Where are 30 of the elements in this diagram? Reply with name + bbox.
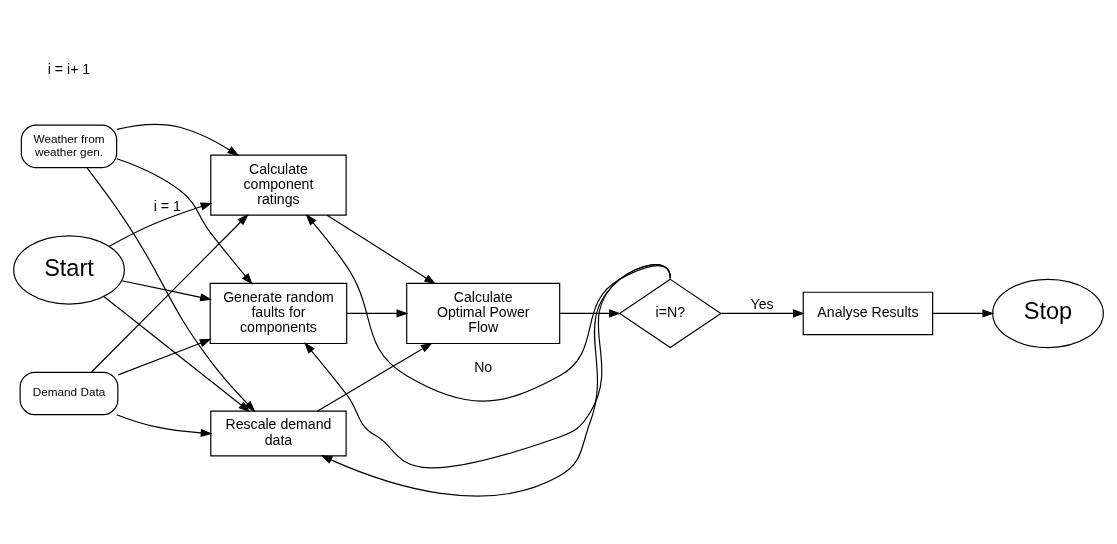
arrow	[117, 338, 212, 375]
arrow	[326, 214, 436, 284]
arrow	[86, 166, 256, 412]
arrow	[932, 308, 995, 318]
node-box: Generate random faults for components	[209, 282, 348, 344]
node-box: Analyse Results	[802, 291, 934, 335]
arrow	[317, 342, 433, 411]
node-box: Weather from weather gen.	[20, 124, 118, 168]
arrow	[559, 308, 621, 318]
node-box: Rescale demand data	[210, 410, 347, 456]
arrow	[103, 295, 251, 412]
arrow	[116, 157, 253, 285]
arrow	[116, 413, 213, 437]
edge-label: No	[474, 358, 493, 375]
node-box: Calculate component ratings	[210, 154, 347, 216]
node-ellipse: Stop	[992, 278, 1104, 348]
arrow	[116, 123, 240, 156]
arrow	[108, 202, 213, 247]
node-ellipse: Start	[13, 234, 125, 305]
node-diamond: i=N?	[618, 278, 722, 348]
arrow	[346, 308, 409, 318]
arrow	[90, 213, 249, 373]
node-box: Calculate Optimal Power Flow	[406, 282, 561, 344]
edge-label: i = 1	[153, 197, 181, 214]
node-box: Demand Data	[19, 371, 119, 415]
arrow	[320, 263, 671, 497]
label: i = i+ 1	[47, 60, 91, 77]
arrow	[720, 308, 805, 318]
arrow	[121, 279, 212, 301]
edge-label: Yes	[750, 295, 774, 312]
